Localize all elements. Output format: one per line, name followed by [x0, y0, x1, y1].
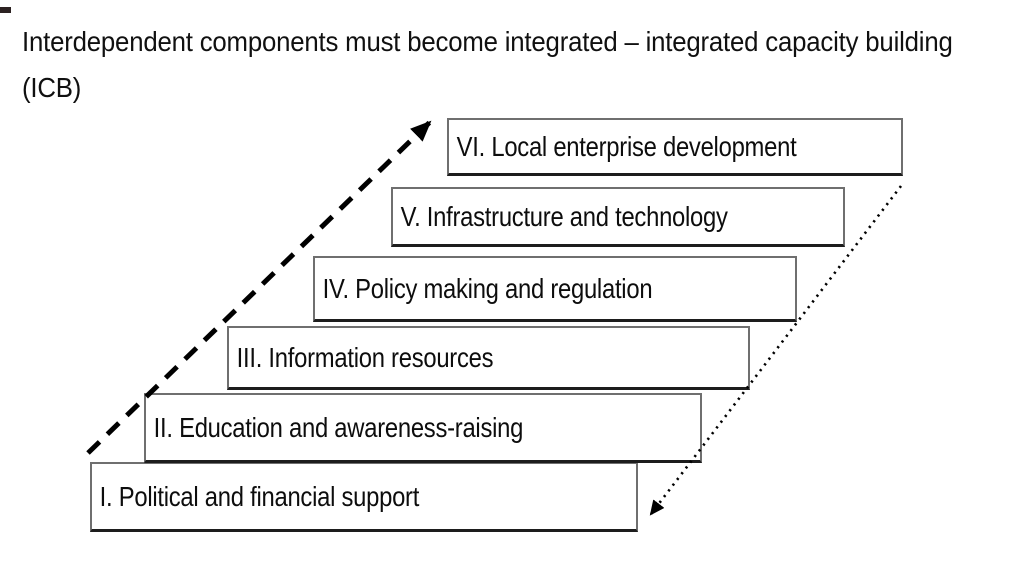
- step-box-i-political-and-financial-support: I. Political and financial support: [90, 462, 638, 532]
- slide-title-line-1: Interdependent components must become in…: [22, 26, 953, 57]
- scan-corner-artifact: [0, 7, 11, 13]
- step-label-vi: VI. Local enterprise development: [456, 130, 797, 162]
- step-label-ii: II. Education and awareness-raising: [153, 411, 524, 443]
- step-label-iv: IV. Policy making and regulation: [322, 272, 653, 304]
- step-label-iii: III. Information resources: [236, 341, 494, 373]
- step-box-iii-information-resources: III. Information resources: [227, 326, 750, 390]
- step-label-i: I. Political and financial support: [99, 480, 420, 512]
- step-box-v-infrastructure-and-technology: V. Infrastructure and technology: [391, 187, 845, 247]
- step-box-vi-local-enterprise-development: VI. Local enterprise development: [447, 118, 903, 176]
- slide-title-line-2: (ICB): [22, 72, 82, 103]
- step-box-ii-education-and-awareness-raising: II. Education and awareness-raising: [144, 393, 702, 463]
- step-label-v: V. Infrastructure and technology: [400, 200, 728, 232]
- step-box-iv-policy-making-and-regulation: IV. Policy making and regulation: [313, 256, 797, 322]
